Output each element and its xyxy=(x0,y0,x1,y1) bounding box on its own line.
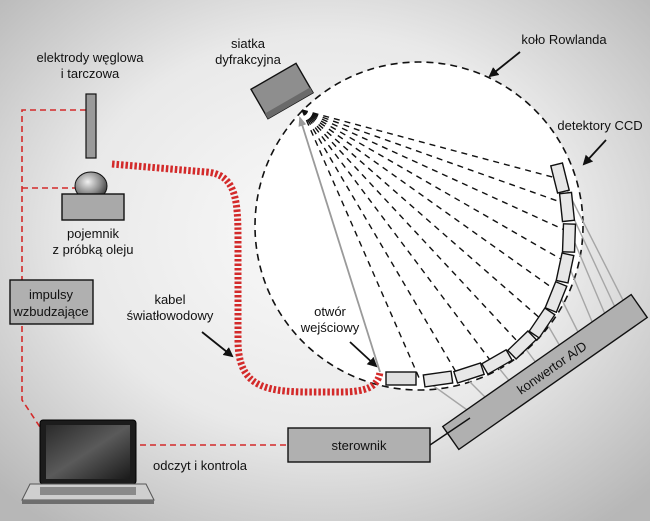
rowland-label: koło Rowlanda xyxy=(521,32,607,47)
diffraction-grating xyxy=(250,62,314,120)
ray-6 xyxy=(301,109,543,321)
ray-8 xyxy=(301,109,491,361)
ccd-detectors xyxy=(422,162,577,388)
readout-label: odczyt i kontrola xyxy=(153,458,248,473)
ccd-label: detektory CCD xyxy=(557,118,642,133)
ray-9 xyxy=(301,109,457,373)
cable-arrow xyxy=(201,331,234,358)
sample-container xyxy=(61,193,125,221)
slit-label-2: wejściowy xyxy=(300,320,360,335)
detector-wires xyxy=(427,179,629,413)
fiber-optic-cable xyxy=(111,160,384,396)
ray-3 xyxy=(301,109,570,233)
electrode-rod-icon xyxy=(85,93,97,159)
electrodes-label-2: i tarczowa xyxy=(61,66,120,81)
container-label-2: z próbką oleju xyxy=(53,242,134,257)
slit-label-1: otwór xyxy=(314,304,346,319)
electrodes-label-1: elektrody węglowa xyxy=(37,50,145,65)
slit-arrow xyxy=(349,341,378,368)
signal-lines xyxy=(21,109,288,446)
controller-converter-link xyxy=(429,417,471,446)
cable-label-2: światłowodowy xyxy=(127,308,214,323)
laptop-icon xyxy=(21,419,155,504)
ray-2 xyxy=(301,109,567,205)
ray-10 xyxy=(301,109,421,381)
pulses-label-1: impulsy xyxy=(29,287,74,302)
pulses-box xyxy=(9,279,94,325)
grating-label-1: siatka xyxy=(231,36,266,51)
diffraction-rays xyxy=(301,109,570,381)
ray-4 xyxy=(301,109,567,263)
annotation-arrows xyxy=(201,51,607,368)
entrance-beam xyxy=(298,116,381,373)
ccd-arrow xyxy=(582,139,607,166)
ray-5 xyxy=(301,109,559,293)
ray-7 xyxy=(301,109,519,343)
rowland-circle xyxy=(254,61,584,391)
cable-label-1: kabel xyxy=(154,292,185,307)
pulses-label-2: wzbudzające xyxy=(12,304,88,319)
controller-label: sterownik xyxy=(332,438,387,453)
container-label-1: pojemnik xyxy=(67,226,120,241)
rowland-arrow xyxy=(488,51,521,78)
entrance-slit xyxy=(385,371,417,386)
grating-label-2: dyfrakcyjna xyxy=(215,52,282,67)
